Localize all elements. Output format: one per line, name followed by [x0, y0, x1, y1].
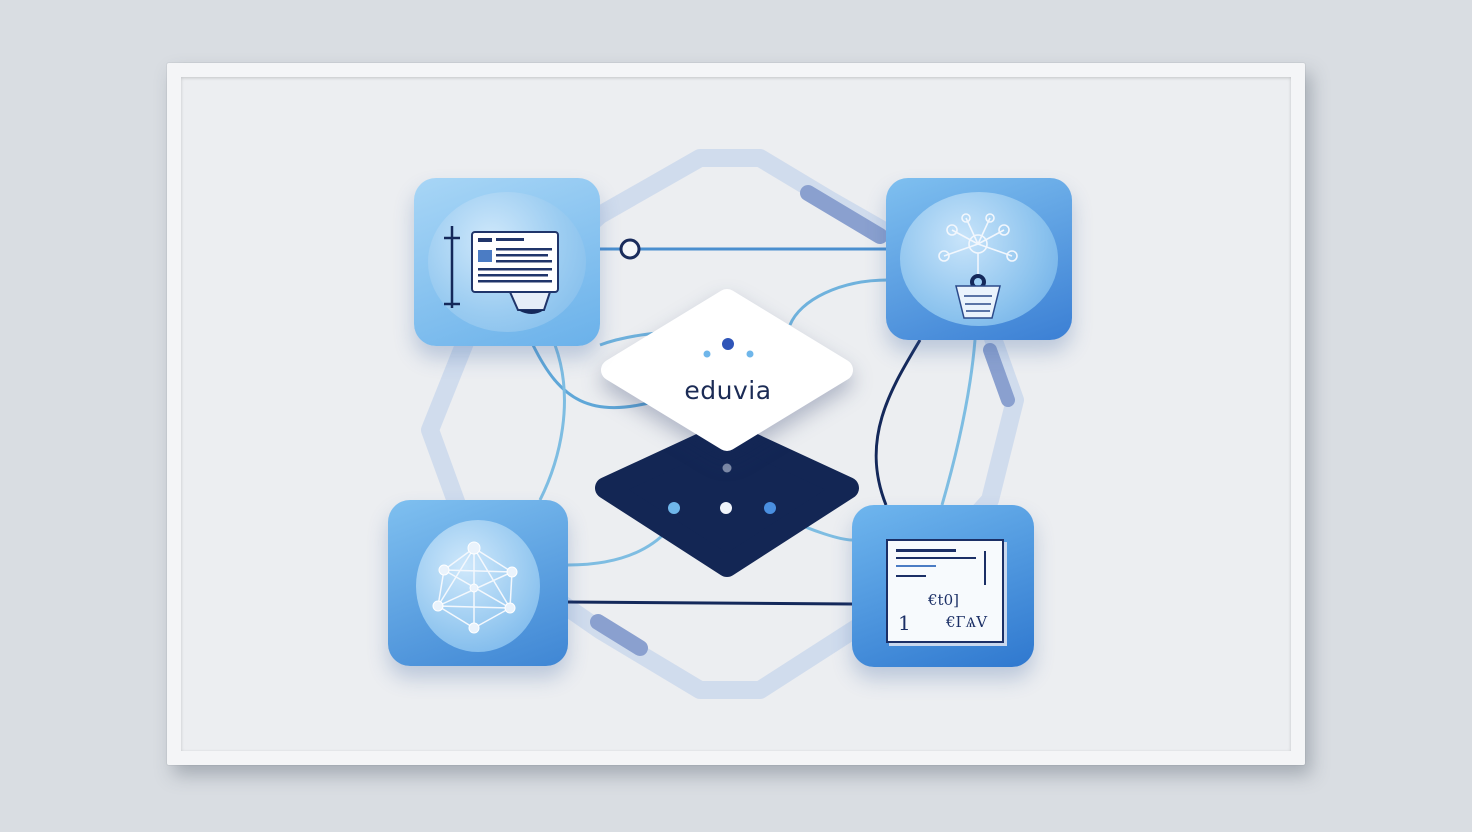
connector-bottom	[567, 600, 853, 606]
connector-curve	[874, 339, 922, 506]
hub-dot	[703, 350, 711, 358]
brand-logo-text: eduvia	[684, 376, 772, 405]
connector-curve	[538, 344, 566, 501]
ring-accent	[590, 614, 648, 656]
formula-left: 1	[898, 611, 911, 635]
node-bottom-left[interactable]	[388, 500, 568, 666]
node-top-left[interactable]	[414, 178, 600, 346]
hub-dot	[764, 502, 776, 514]
connector-handle	[619, 238, 641, 260]
formula-main: €t0]	[928, 591, 959, 609]
document-presentation-icon	[444, 226, 559, 314]
connector-curve	[940, 339, 977, 506]
node-bottom-right[interactable]: €t0] 1 €ГѦV	[852, 505, 1034, 667]
hub-dot	[720, 502, 732, 514]
network-graph-icon	[432, 541, 518, 634]
hub-dot	[722, 463, 732, 473]
ring-accent	[800, 185, 888, 244]
hub-navy-diamond	[595, 421, 859, 577]
lightbulb-network-icon	[938, 213, 1018, 319]
hub-dot	[668, 502, 680, 514]
connector-curve	[567, 528, 670, 567]
hub-dot	[746, 350, 754, 358]
formula-sheet-icon: €t0] 1 €ГѦV	[886, 539, 1004, 643]
ring-accent	[983, 343, 1015, 407]
node-top-right[interactable]	[886, 178, 1072, 340]
formula-right: €ГѦV	[946, 613, 988, 631]
hub-white-diamond	[601, 289, 853, 451]
hub-dot	[722, 338, 734, 350]
connector-curve	[788, 278, 889, 326]
connector-curve	[531, 344, 661, 409]
